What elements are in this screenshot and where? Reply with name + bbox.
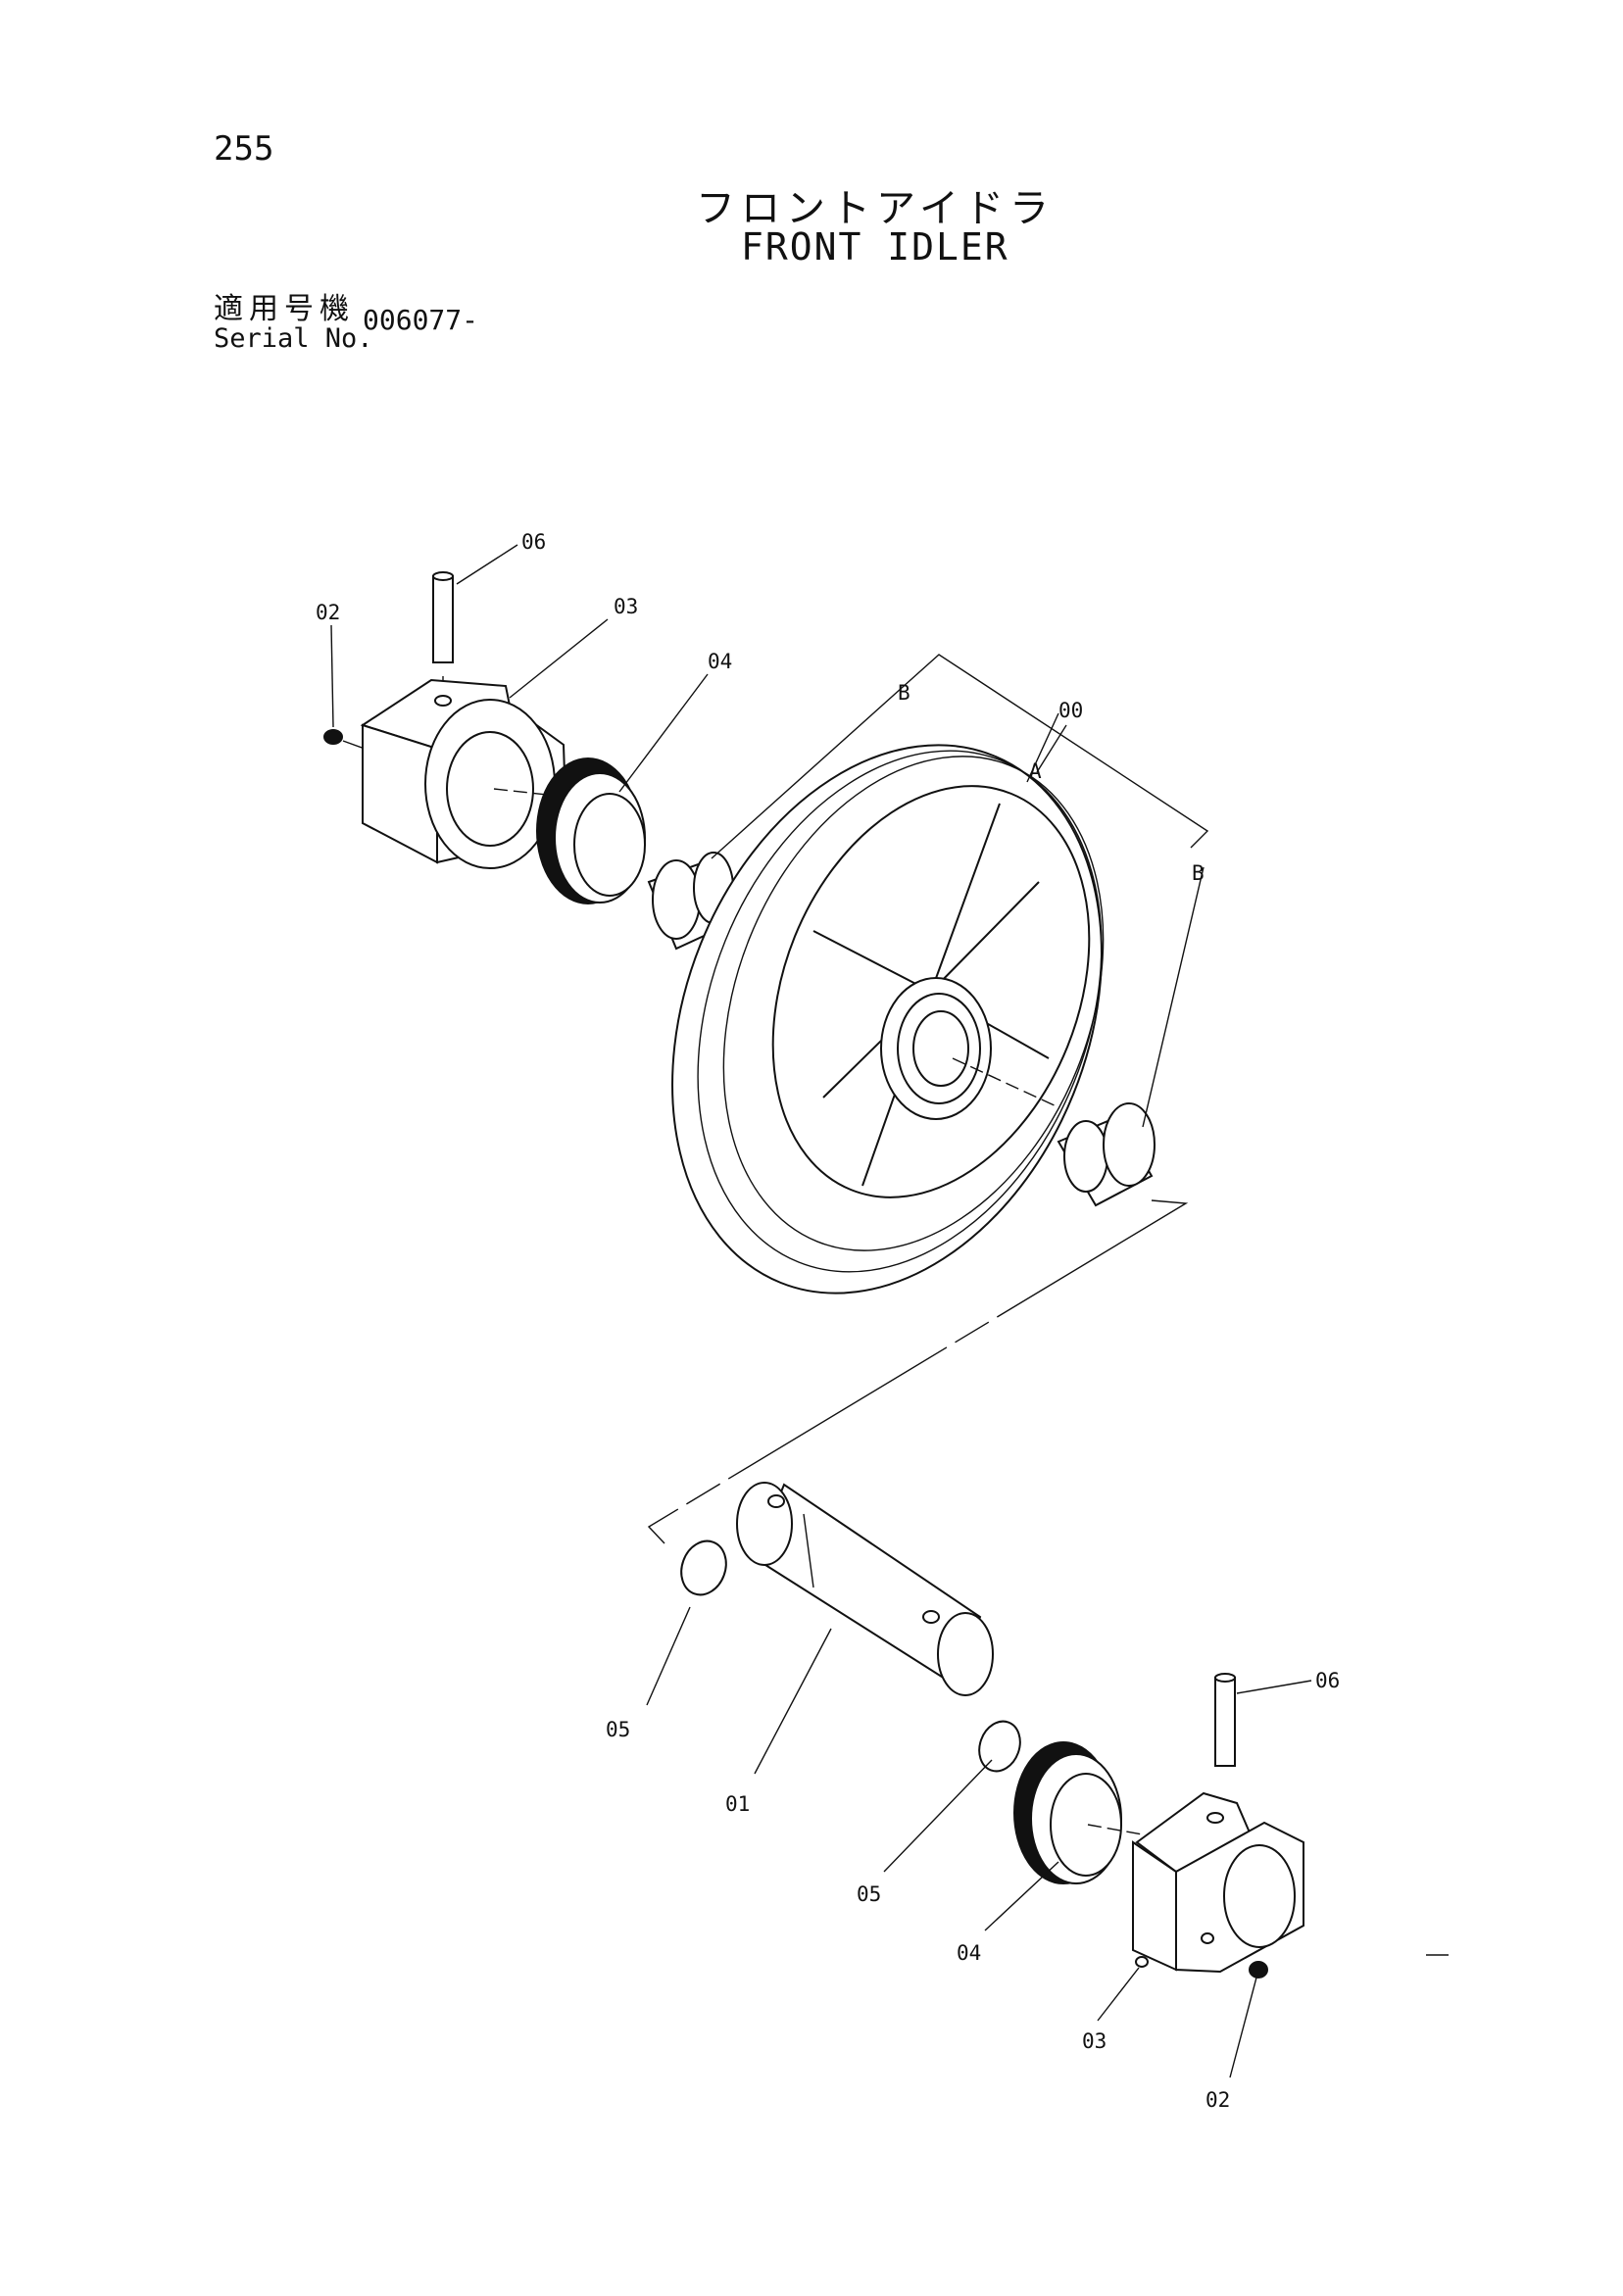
seal-top	[536, 757, 646, 904]
label-seal-bottom: 04	[957, 1941, 981, 1965]
label-plug-top: 02	[316, 601, 340, 624]
label-shaft: 01	[725, 1792, 750, 1816]
serial-number-value: 006077-	[363, 304, 479, 336]
label-group-b-top: B	[898, 681, 910, 705]
label-plug-bottom: 02	[1205, 2088, 1230, 2112]
leader-lines	[330, 544, 1312, 2078]
oring-left	[680, 1539, 727, 1596]
pin-top	[432, 571, 454, 698]
bracket-top	[360, 678, 628, 869]
oring-right	[978, 1720, 1021, 1773]
label-oring-right: 05	[857, 1882, 881, 1906]
pin-bottom	[1214, 1673, 1236, 1767]
label-pin-bottom: 06	[1315, 1669, 1340, 1692]
serial-label-japanese: 適用号機	[214, 292, 355, 326]
plug-top	[323, 729, 366, 750]
label-seal-top: 04	[708, 650, 732, 673]
label-group-b-right: B	[1192, 861, 1205, 885]
label-oring-left: 05	[606, 1718, 630, 1741]
seal-bottom	[1013, 1741, 1187, 1884]
group-bracket-lines	[647, 654, 1209, 1544]
idler-wheel	[671, 744, 1105, 1295]
bushing-right	[1057, 1102, 1156, 1207]
label-idler-a: A	[1029, 759, 1042, 783]
label-idler-assy: 00	[1058, 699, 1083, 722]
label-bracket-top: 03	[614, 595, 638, 618]
title-japanese: フロントアイドラ	[696, 186, 1055, 231]
serial-label-english: Serial No.	[214, 323, 373, 354]
bracket-bottom	[1132, 1791, 1304, 1974]
label-pin-top: 06	[521, 530, 546, 554]
label-bracket-bottom: 03	[1082, 2029, 1107, 2053]
plug-bottom	[1249, 1961, 1268, 1978]
shaft	[736, 1482, 994, 1696]
page-number: 255	[214, 129, 274, 169]
title-english: FRONT IDLER	[741, 225, 1009, 269]
